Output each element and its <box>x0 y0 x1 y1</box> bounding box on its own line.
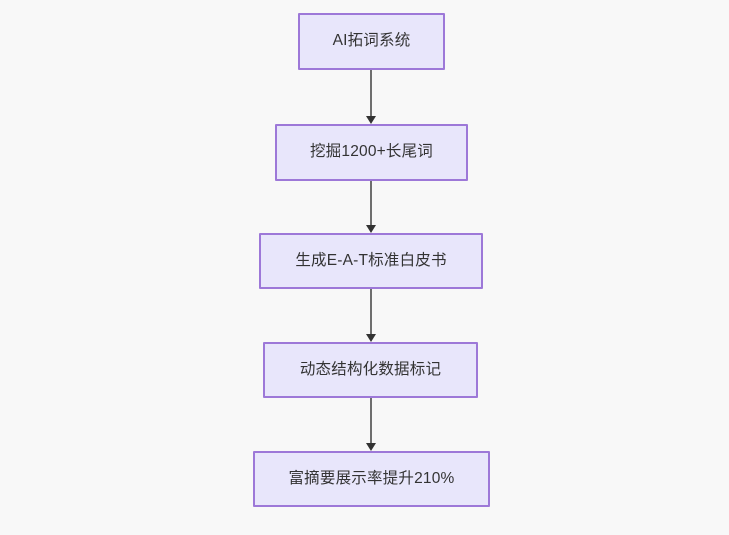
edge-n4-n5 <box>366 398 376 451</box>
arrow-head-icon <box>366 443 376 451</box>
flow-node-mine-longtail-keywords[interactable]: 挖掘1200+长尾词 <box>275 124 468 181</box>
flow-node-rich-snippet-impression-lift[interactable]: 富摘要展示率提升210% <box>253 451 490 507</box>
arrow-head-icon <box>366 334 376 342</box>
edge-line <box>370 289 372 335</box>
edge-n2-n3 <box>366 181 376 233</box>
flow-node-label: AI拓词系统 <box>332 32 411 50</box>
flow-node-label: 富摘要展示率提升210% <box>288 469 455 487</box>
flow-node-generate-eat-whitepaper[interactable]: 生成E-A-T标准白皮书 <box>259 233 483 289</box>
flow-node-ai-keyword-system[interactable]: AI拓词系统 <box>298 13 445 70</box>
edge-n1-n2 <box>366 70 376 124</box>
flow-node-label: 挖掘1200+长尾词 <box>309 143 434 161</box>
flow-node-dynamic-structured-data-markup[interactable]: 动态结构化数据标记 <box>263 342 478 398</box>
edge-line <box>370 181 372 226</box>
edge-line <box>370 70 372 117</box>
flow-node-label: 生成E-A-T标准白皮书 <box>295 251 447 269</box>
flow-node-label: 动态结构化数据标记 <box>299 360 442 378</box>
arrow-head-icon <box>366 225 376 233</box>
edge-n3-n4 <box>366 289 376 342</box>
edge-line <box>370 398 372 444</box>
arrow-head-icon <box>366 116 376 124</box>
